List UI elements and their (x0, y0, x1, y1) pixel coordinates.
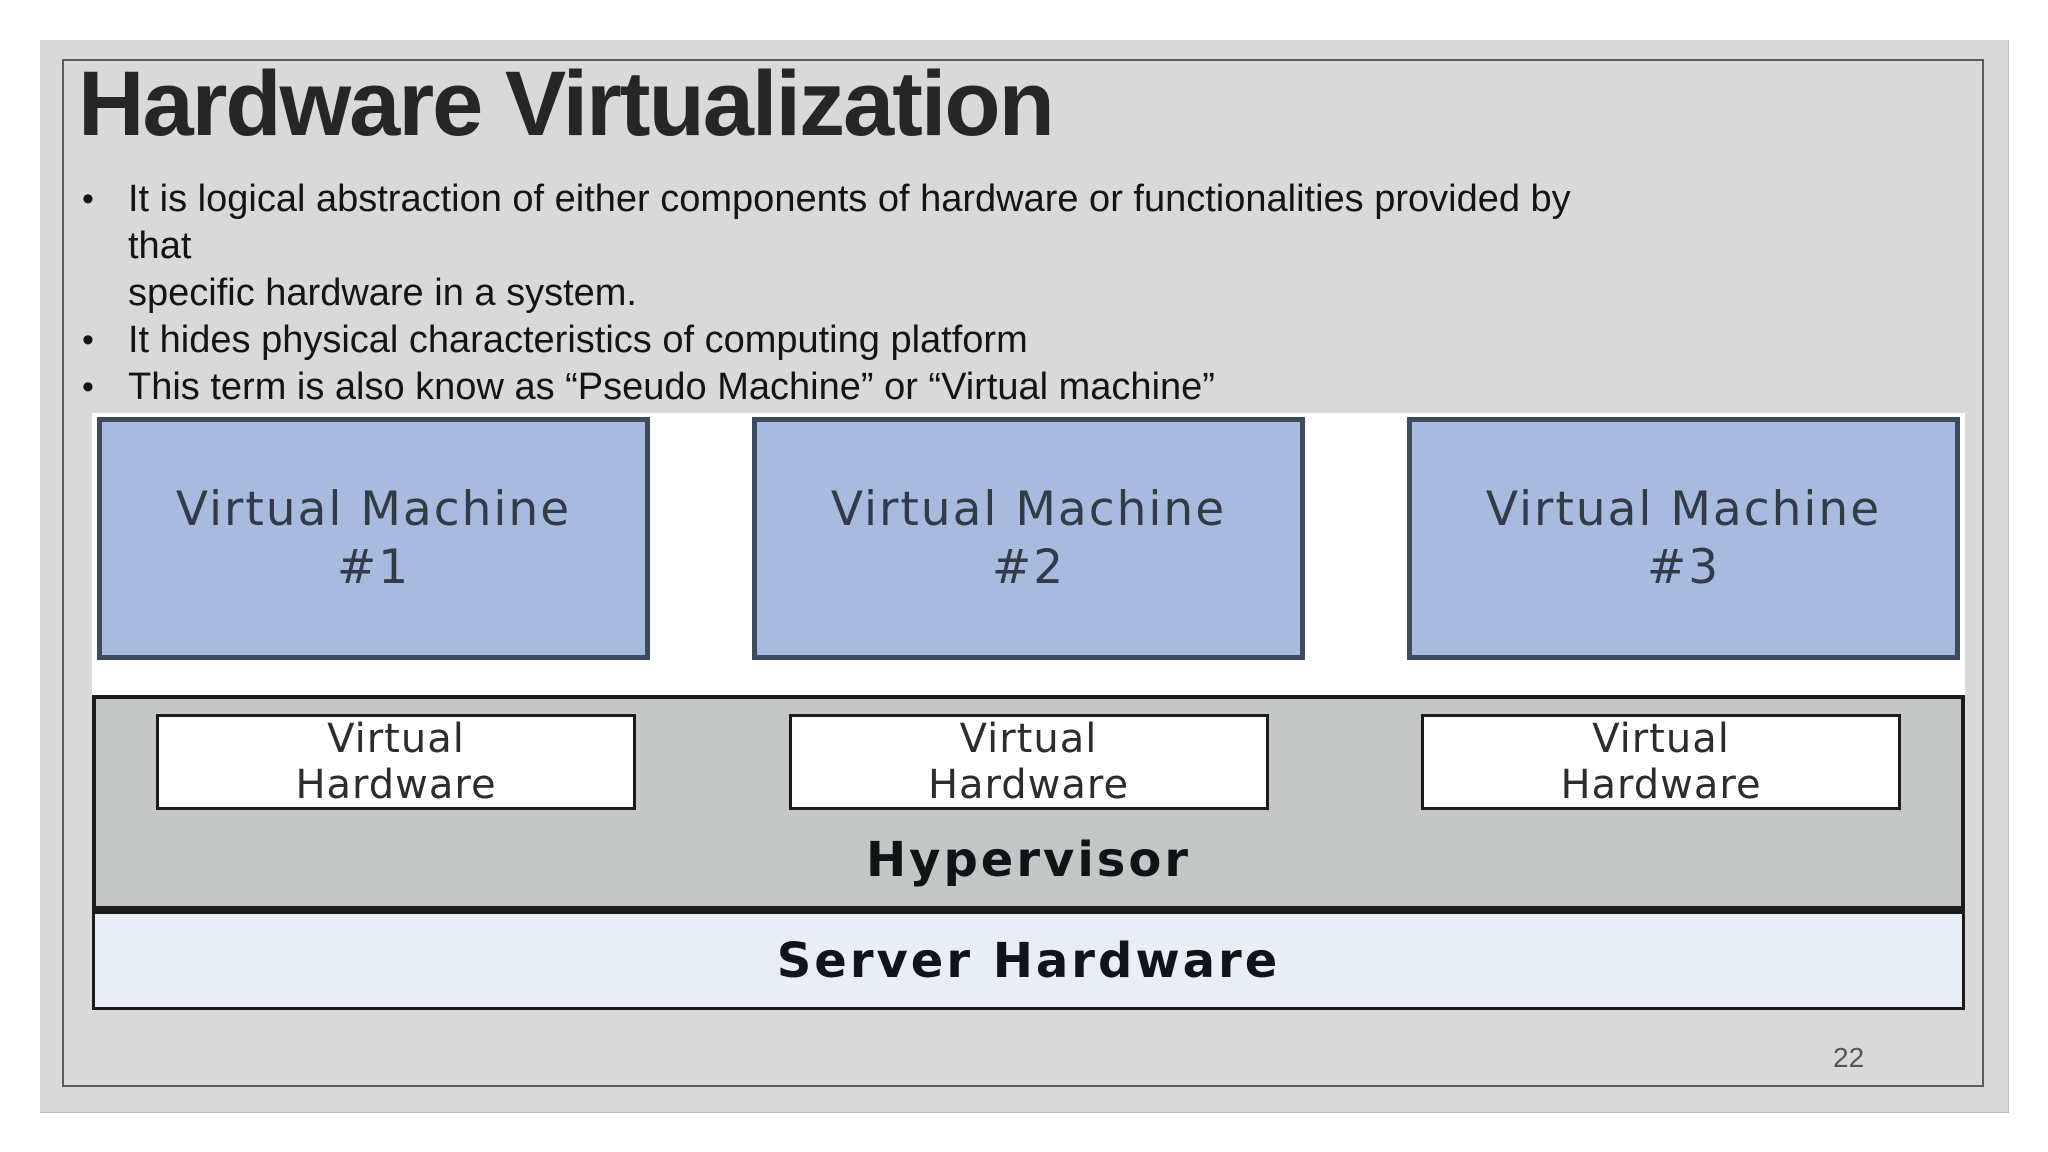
virtual-hardware-label: Virtual (1592, 716, 1730, 762)
bullet-item: • It is logical abstraction of either co… (78, 176, 1858, 317)
hypervisor-box: Virtual Hardware Virtual Hardware Virtua… (92, 695, 1965, 910)
virtual-hardware-label: Virtual (327, 716, 465, 762)
vm-label: Virtual Machine (175, 481, 572, 537)
vm-box-3: Virtual Machine #3 (1407, 417, 1960, 660)
virtual-hardware-label: Hardware (295, 762, 497, 808)
bullet-line: specific hardware in a system. (128, 272, 637, 314)
bullet-list: • It is logical abstraction of either co… (78, 176, 1858, 411)
bullet-text: This term is also know as “Pseudo Machin… (128, 364, 1858, 411)
server-hardware-box: Server Hardware (92, 910, 1965, 1010)
virtual-hardware-label: Hardware (1560, 762, 1762, 808)
vm-number: #3 (1646, 539, 1721, 595)
virtual-hardware-label: Hardware (927, 762, 1130, 808)
vm-label: Virtual Machine (830, 481, 1227, 537)
virtual-hardware-box-3: Virtual Hardware (1421, 714, 1901, 810)
virtual-hardware-label: Virtual (959, 716, 1098, 762)
virtual-hardware-row: Virtual Hardware Virtual Hardware Virtua… (156, 714, 1901, 810)
virtual-hardware-box-1: Virtual Hardware (156, 714, 636, 810)
bullet-item: • This term is also know as “Pseudo Mach… (78, 364, 1858, 411)
page-number: 22 (1833, 1042, 1865, 1073)
hypervisor-label: Hypervisor (865, 832, 1191, 888)
bullet-text: It is logical abstraction of either comp… (128, 176, 1858, 317)
bullet-marker: • (82, 321, 94, 359)
bullet-line: that (128, 225, 192, 267)
bullet-text: It hides physical characteristics of com… (128, 317, 1858, 364)
slide-title: Hardware Virtualization (78, 53, 1055, 155)
bullet-marker: • (82, 368, 94, 406)
vm-label: Virtual Machine (1485, 481, 1882, 537)
vm-number: #1 (336, 539, 411, 595)
vm-box-1: Virtual Machine #1 (97, 417, 650, 660)
vm-row: Virtual Machine #1 Virtual Machine #2 Vi… (92, 413, 1965, 695)
bullet-line: This term is also know as “Pseudo Machin… (128, 366, 1215, 408)
virtualization-diagram: Virtual Machine #1 Virtual Machine #2 Vi… (92, 413, 1965, 1010)
bullet-item: • It hides physical characteristics of c… (78, 317, 1858, 364)
virtual-hardware-box-2: Virtual Hardware (788, 714, 1269, 810)
vm-number: #2 (991, 539, 1066, 595)
slide: Hardware Virtualization • It is logical … (40, 40, 2009, 1113)
bullet-line: It is logical abstraction of either comp… (128, 178, 1571, 220)
bullet-line: It hides physical characteristics of com… (128, 319, 1028, 361)
bullet-marker: • (82, 180, 94, 218)
vm-box-2: Virtual Machine #2 (752, 417, 1305, 660)
slide-border (62, 59, 1984, 1087)
